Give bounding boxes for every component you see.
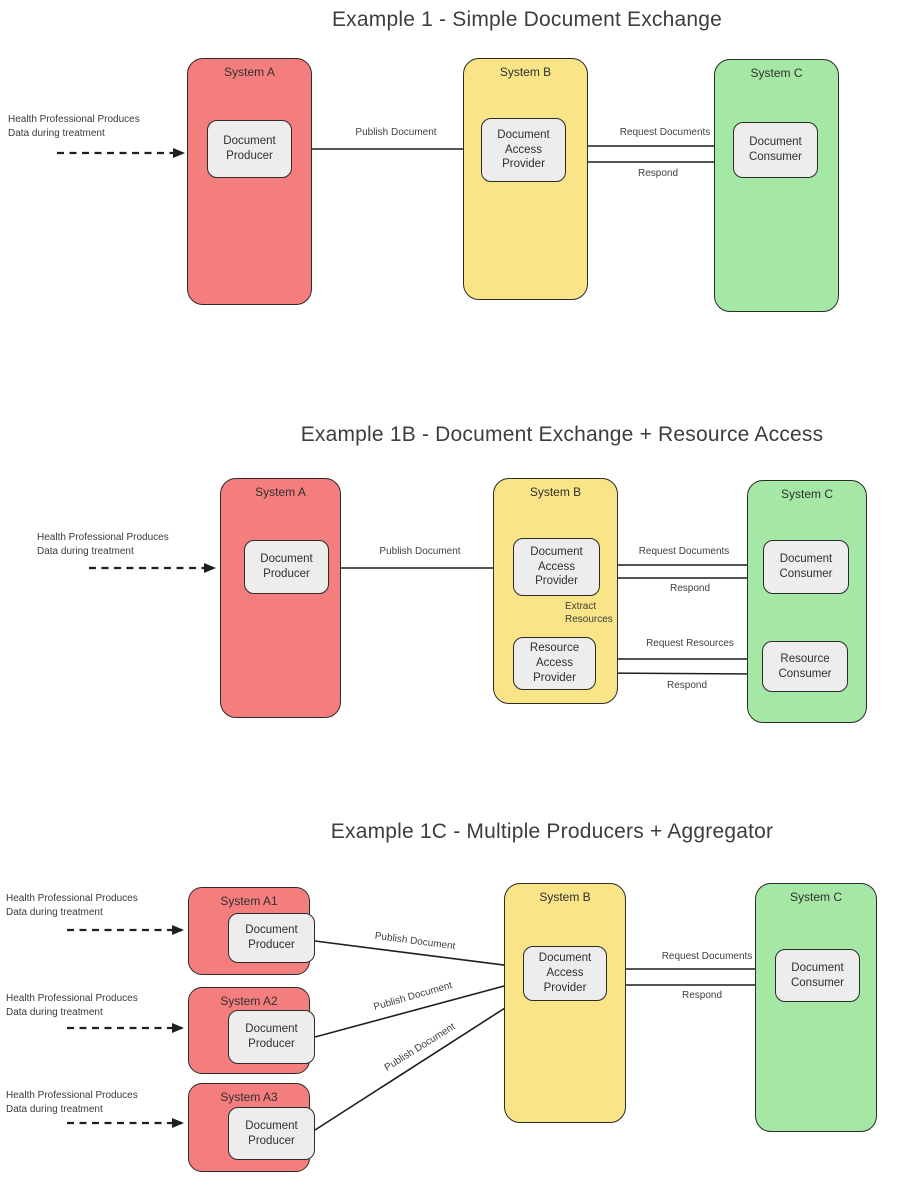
edge-label-request-documents-ex1c: Request Documents [661, 951, 753, 962]
edge-label-publish-document-1-ex1c: Publish Document [374, 930, 456, 953]
actor-resource-consumer-ex1b: Resource Consumer [762, 641, 848, 692]
system-c-box-ex1: System C [714, 59, 839, 312]
edge-label-respond-ex1c: Respond [681, 990, 723, 1001]
note-health-professional-ex1c-1: Health Professional Produces Data during… [6, 893, 138, 918]
edge-label-publish-document-2-ex1c: Publish Document [372, 980, 454, 1013]
system-a-label-ex1b: System A [255, 485, 306, 499]
actor-document-access-provider-ex1c: Document Access Provider [523, 946, 607, 1001]
actor-resource-access-provider-ex1b: Resource Access Provider [513, 637, 596, 690]
note-health-professional-ex1c-3: Health Professional Produces Data during… [6, 1090, 138, 1115]
edge-label-publish-document-ex1: Publish Document [355, 127, 437, 138]
system-a1-label-ex1c: System A1 [220, 894, 278, 908]
system-b-label-ex1c: System B [539, 890, 591, 904]
system-b-label-ex1: System B [499, 65, 552, 79]
system-a-box-ex1b: System A [220, 478, 341, 718]
system-c-label-ex1b: System C [780, 487, 833, 501]
system-c-label-ex1: System C [750, 66, 803, 80]
arrow-respond-resources-ex1b [595, 668, 760, 679]
actor-document-consumer-ex1: Document Consumer [733, 122, 818, 178]
note-health-professional-ex1b: Health Professional Produces Data during… [37, 532, 169, 557]
system-c-label-ex1c: System C [789, 890, 842, 904]
example-1c-title: Example 1C - Multiple Producers + Aggreg… [330, 820, 774, 843]
system-c-box-ex1c: System C [755, 883, 877, 1132]
edge-label-respond-documents-ex1b: Respond [669, 583, 711, 594]
edge-label-respond-resources-ex1b: Respond [666, 680, 708, 691]
system-a-label-ex1: System A [224, 65, 275, 79]
actor-document-access-provider-ex1: Document Access Provider [481, 118, 566, 182]
example-1-title: Example 1 - Simple Document Exchange [331, 8, 723, 31]
note-health-professional-ex1: Health Professional Produces Data during… [8, 114, 140, 139]
actor-document-consumer-ex1c: Document Consumer [775, 949, 860, 1002]
example-1b-title: Example 1B - Document Exchange + Resourc… [300, 423, 824, 446]
edge-label-publish-document-3-ex1c: Publish Document [382, 1021, 458, 1074]
arrow-publish-document-3-ex1c [314, 997, 521, 1131]
edge-label-publish-document-ex1b: Publish Document [379, 546, 461, 557]
note-health-professional-ex1c-2: Health Professional Produces Data during… [6, 993, 138, 1018]
actor-document-consumer-ex1b: Document Consumer [763, 540, 849, 594]
edge-label-request-documents-ex1: Request Documents [619, 127, 711, 138]
system-b-box-ex1c: System B [504, 883, 626, 1123]
system-a2-label-ex1c: System A2 [220, 994, 278, 1008]
edge-label-respond-ex1: Respond [637, 168, 679, 179]
actor-document-producer-3-ex1c: Document Producer [228, 1107, 315, 1160]
actor-document-producer-1-ex1c: Document Producer [228, 913, 315, 963]
system-a3-label-ex1c: System A3 [220, 1090, 278, 1104]
actor-document-producer-ex1b: Document Producer [244, 540, 329, 594]
system-b-label-ex1b: System B [529, 485, 582, 499]
edge-label-request-resources-ex1b: Request Resources [646, 638, 734, 649]
edge-label-extract-resources-ex1b: Extract Resources [565, 601, 613, 625]
actor-document-producer-2-ex1c: Document Producer [228, 1010, 315, 1064]
edge-label-request-documents-ex1b: Request Documents [638, 546, 730, 557]
actor-document-producer-ex1: Document Producer [207, 120, 292, 178]
actor-document-access-provider-ex1b: Document Access Provider [513, 538, 600, 596]
system-a-box-ex1: System A [187, 58, 312, 305]
